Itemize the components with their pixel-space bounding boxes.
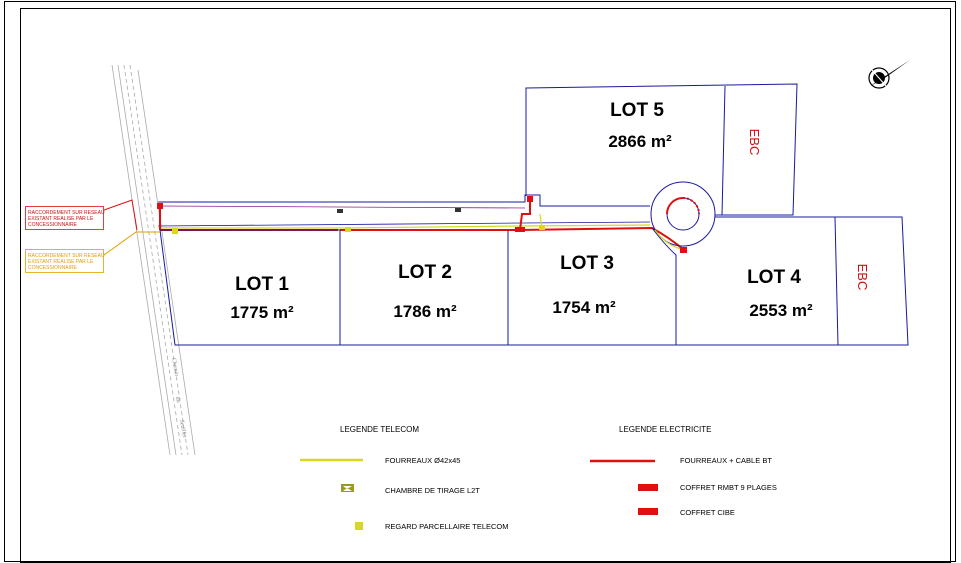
lot-5-name: LOT 5: [610, 100, 664, 121]
inner-frame: [20, 8, 951, 563]
legend-telecom-item-3: REGARD PARCELLAIRE TELECOM: [385, 522, 509, 531]
legend-telecom-item-2: CHAMBRE DE TIRAGE L2T: [385, 486, 480, 495]
lot-4-ebc-divider: [834, 216, 839, 346]
lot-4-name: LOT 4: [747, 267, 801, 288]
lot-1-area: 1775 m²: [230, 303, 294, 322]
lot-3-outline: [507, 227, 677, 346]
lot-5-outline: [525, 83, 798, 216]
note-orange-line-1: RACCORDEMENT SUR RESEAU: [28, 253, 105, 259]
north-arrow-icon: [868, 60, 910, 89]
road-name: Chemin du Seuillet: [170, 357, 187, 438]
lot-3-label: LOT 3 1754 m²: [552, 253, 616, 317]
road-name-part-1: Chemin: [170, 357, 179, 376]
orange-connection-leader: [103, 231, 160, 256]
access-lane: [157, 194, 685, 251]
lot-1-name: LOT 1: [235, 274, 289, 295]
legend-yellow-square-symbol: [355, 522, 363, 530]
note-red-box: RACCORDEMENT SUR RESEAU EXISTANT REALISE…: [25, 206, 105, 230]
lot-3-area: 1754 m²: [552, 298, 616, 317]
note-red-line-1: RACCORDEMENT SUR RESEAU: [28, 210, 105, 216]
ebc-label-lot-4: EBC: [855, 264, 870, 291]
lot-2-name: LOT 2: [398, 262, 452, 283]
lot-4-outline: [675, 216, 909, 346]
note-orange-line-3: CONCESSIONNAIRE: [28, 265, 78, 271]
legend-red-box-symbol-2: [638, 508, 658, 515]
legend-electricite-item-1: FOURREAUX + CABLE BT: [680, 456, 772, 465]
legend-electricite-item-2: COFFRET RMBT 9 PLAGES: [680, 483, 777, 492]
lot-outlines: [159, 83, 909, 346]
lot-1-label: LOT 1 1775 m²: [230, 274, 294, 322]
turning-circle: [650, 181, 716, 251]
lot-4-area: 2553 m²: [749, 301, 813, 320]
drawing-frame: [4, 1, 956, 562]
legend-electricite-item-3: COFFRET CIBE: [680, 508, 735, 517]
red-connection-leader: [103, 199, 138, 231]
note-orange-box: RACCORDEMENT SUR RESEAU EXISTANT REALISE…: [25, 249, 105, 273]
road: [111, 64, 196, 456]
lot-2-area: 1786 m²: [393, 302, 457, 321]
legend-electricite-title: LEGENDE ELECTRICITE: [619, 425, 711, 434]
lot-5-area: 2866 m²: [608, 132, 672, 151]
legend-electricite: LEGENDE ELECTRICITE FOURREAUX + CABLE BT…: [590, 425, 777, 517]
road-name-part-3: Seuillet: [178, 419, 187, 438]
lot-3-name: LOT 3: [560, 253, 614, 274]
legend-telecom-title: LEGENDE TELECOM: [340, 425, 419, 434]
network-equipment: [157, 196, 687, 253]
road-name-part-2: du: [174, 396, 181, 403]
legend-red-box-symbol-1: [638, 484, 658, 491]
lot-2-label: LOT 2 1786 m²: [393, 262, 457, 321]
note-orange-line-2: EXISTANT REALISE PAR LE: [28, 259, 94, 265]
note-red-line-3: CONCESSIONNAIRE: [28, 222, 78, 228]
note-red-line-2: EXISTANT REALISE PAR LE: [28, 216, 94, 222]
lot-4-label: LOT 4 2553 m²: [747, 267, 813, 320]
ebc-label-lot-5: EBC: [747, 129, 762, 156]
legend-telecom: LEGENDE TELECOM FOURREAUX Ø42x45 CHAMBRE…: [300, 425, 509, 531]
lot-5-ebc-divider: [721, 85, 726, 216]
lot-2-outline: [339, 230, 509, 346]
legend-telecom-item-1: FOURREAUX Ø42x45: [385, 456, 460, 465]
lot-5-label: LOT 5 2866 m²: [608, 100, 672, 151]
